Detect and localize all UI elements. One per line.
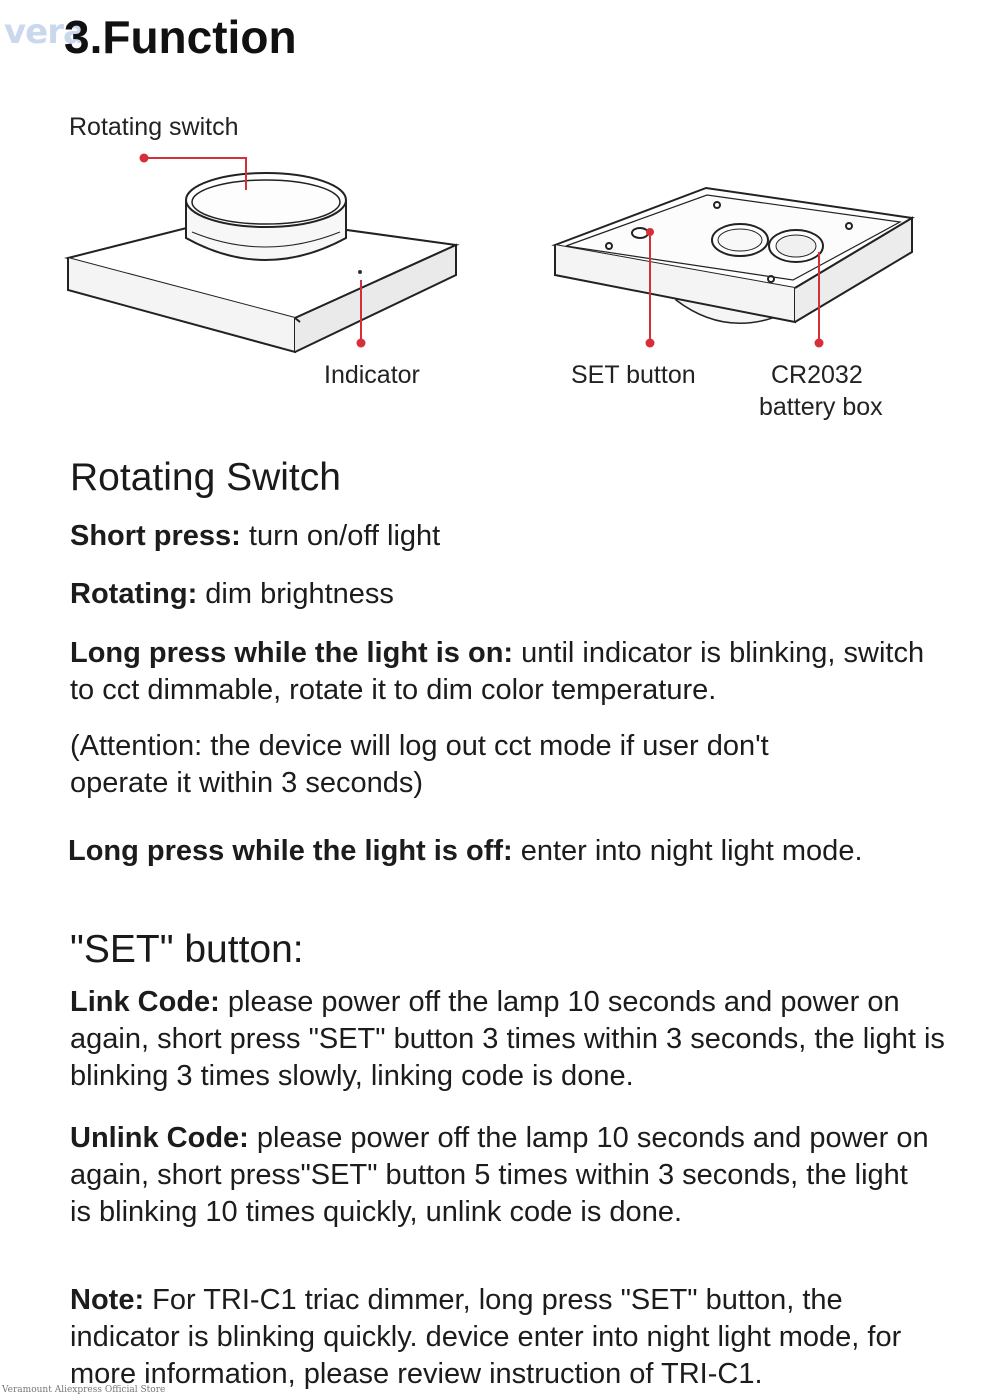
set-button-heading: "SET" button: bbox=[70, 928, 304, 971]
device-diagram bbox=[64, 153, 915, 354]
rotating-label: Rotating: bbox=[70, 578, 198, 610]
link-code-text: please power off the lamp 10 seconds and… bbox=[70, 986, 945, 1092]
rotating-paragraph: Rotating: dim brightness bbox=[70, 576, 970, 613]
unlink-code-text: please power off the lamp 10 seconds and… bbox=[70, 1122, 929, 1228]
battery-box-label-line1: CR2032 bbox=[771, 361, 863, 389]
page-title: 3.Function bbox=[64, 11, 297, 63]
watermark-logo: vera bbox=[4, 12, 86, 52]
long-press-off-paragraph: Long press while the light is off: enter… bbox=[68, 833, 988, 870]
short-press-text: turn on/off light bbox=[240, 520, 441, 552]
short-press-label: Short press: bbox=[70, 520, 241, 552]
link-code-label: Link Code: bbox=[70, 986, 220, 1018]
set-button-label: SET button bbox=[571, 361, 696, 389]
long-press-off-label: Long press while the light is off: bbox=[68, 835, 513, 867]
long-press-on-paragraph: Long press while the light is on: until … bbox=[70, 635, 930, 709]
note-label: Note: bbox=[70, 1284, 145, 1316]
link-code-paragraph: Link Code: please power off the lamp 10 … bbox=[70, 984, 975, 1095]
long-press-on-label: Long press while the light is on: bbox=[70, 637, 514, 669]
long-press-on-text: until indicator is blinking, switch to c… bbox=[70, 637, 925, 706]
indicator-label: Indicator bbox=[324, 361, 420, 389]
back-device-illustration bbox=[551, 186, 915, 324]
rotating-switch-heading: Rotating Switch bbox=[70, 456, 341, 499]
front-device-illustration bbox=[64, 172, 460, 354]
note-text: For TRI-C1 triac dimmer, long press "SET… bbox=[70, 1284, 902, 1390]
rotating-text: dim brightness bbox=[197, 578, 394, 610]
leader-lines-front bbox=[144, 157, 362, 342]
unlink-code-label: Unlink Code: bbox=[70, 1122, 249, 1154]
rotating-switch-label: Rotating switch bbox=[69, 113, 239, 141]
footer-store-text: Veramount Aliexpress Official Store bbox=[2, 1385, 166, 1395]
note-paragraph: Note: For TRI-C1 triac dimmer, long pres… bbox=[70, 1282, 955, 1393]
long-press-off-text: enter into night light mode. bbox=[512, 835, 863, 867]
attention-paragraph: (Attention: the device will log out cct … bbox=[70, 730, 769, 799]
leader-lines-back bbox=[649, 233, 820, 342]
unlink-code-paragraph: Unlink Code: please power off the lamp 1… bbox=[70, 1120, 930, 1231]
battery-box-label-line2: battery box bbox=[759, 393, 883, 421]
short-press-paragraph: Short press: turn on/off light bbox=[70, 518, 970, 555]
